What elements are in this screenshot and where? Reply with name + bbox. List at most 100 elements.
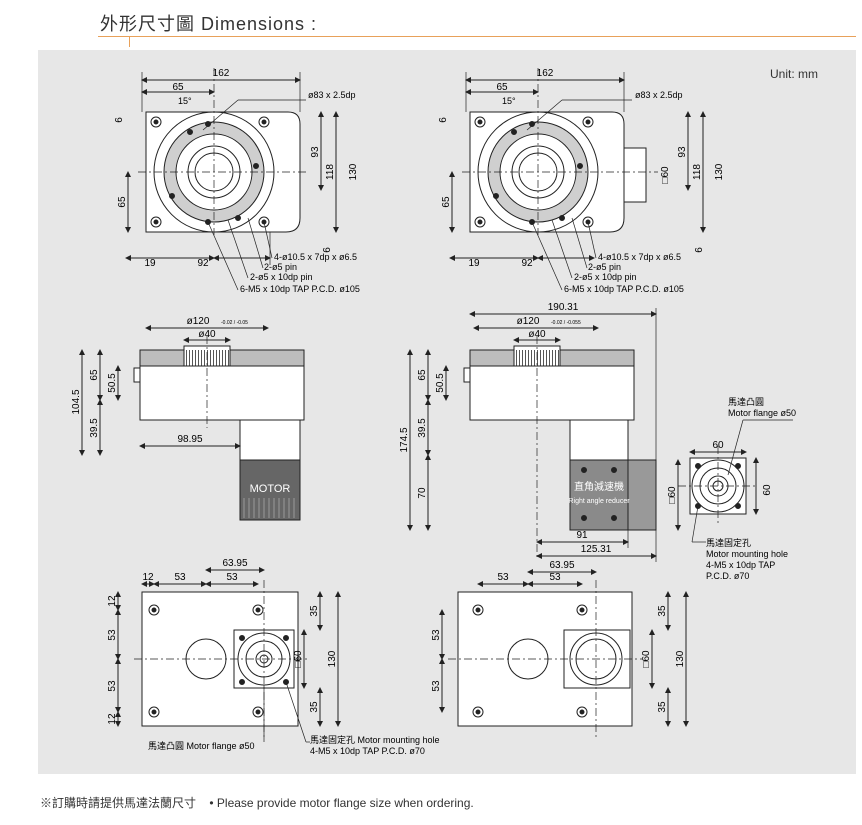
- bl-dim-35-top: 35: [309, 605, 320, 617]
- br-dim-53-v-a: 53: [431, 629, 442, 641]
- bl-dim-53-v-b: 53: [107, 680, 118, 692]
- tl-dim-65-v: 65: [117, 196, 128, 208]
- br-dim-35-bottom: 35: [657, 701, 668, 713]
- tl-dim-130: 130: [348, 163, 359, 180]
- flange-hole-en: Motor mounting hole: [706, 549, 788, 559]
- tr-angle-15: 15°: [502, 96, 516, 106]
- br-dim-53-b: 53: [549, 572, 561, 583]
- tr-callout-1: 4-ø10.5 x 7dp x ø6.5: [598, 252, 681, 262]
- sl-dim-120: ø120: [187, 316, 210, 327]
- flange-dim-60-h: 60: [762, 484, 773, 496]
- tl-dim-92: 92: [197, 258, 209, 269]
- sr-dim-125-31: 125.31: [581, 544, 612, 555]
- side-right-view: [407, 308, 681, 562]
- bottom-left-view: [115, 567, 341, 743]
- sr-dim-120-tol: -0.02 / -0.055: [551, 320, 581, 326]
- flange-dim-60-w: 60: [712, 440, 724, 451]
- tl-bore-callout: ø83 x 2.5dp: [308, 90, 356, 100]
- tl-dim-6-top: 6: [114, 117, 125, 123]
- sr-dim-120: ø120: [517, 316, 540, 327]
- flange-hole-spec: 4-M5 x 10dp TAP: [706, 560, 775, 570]
- sr-dim-70: 70: [417, 487, 428, 499]
- br-dim-60-box: □60: [641, 650, 652, 668]
- top-right-view: [449, 68, 706, 291]
- bl-dim-63-95: 63.95: [222, 558, 247, 569]
- sl-dim-65: 65: [89, 369, 100, 381]
- bl-hole-spec: 4-M5 x 10dp TAP P.C.D. ø70: [310, 746, 425, 756]
- flange-hole-pcd: P.C.D. ø70: [706, 571, 749, 581]
- bl-dim-35-bottom: 35: [309, 701, 320, 713]
- tl-dim-162: 162: [213, 68, 230, 79]
- sr-dim-91: 91: [576, 530, 588, 541]
- bl-dim-53-v-a: 53: [107, 629, 118, 641]
- br-dim-35-top: 35: [657, 605, 668, 617]
- reducer-label-cn: 直角減速機: [574, 480, 624, 493]
- tr-dim-162: 162: [537, 68, 554, 79]
- tr-dim-19: 19: [468, 258, 480, 269]
- tl-dim-118: 118: [325, 164, 336, 180]
- tr-dim-65-v: 65: [441, 196, 452, 208]
- tl-callout-2: 2-ø5 pin: [264, 262, 297, 272]
- sr-dim-174-5: 174.5: [399, 427, 410, 452]
- sr-dim-39-5: 39.5: [417, 418, 428, 438]
- tl-callout-1: 4-ø10.5 x 7dp x ø6.5: [274, 252, 357, 262]
- tr-dim-118: 118: [692, 164, 703, 180]
- bl-dim-12-v-top: 12: [107, 595, 118, 607]
- br-dim-53-v-b: 53: [431, 680, 442, 692]
- tl-dim-65: 65: [172, 82, 184, 93]
- bl-dim-12-v-bottom: 12: [107, 713, 118, 725]
- tl-dim-93: 93: [310, 146, 321, 158]
- tr-bore-callout: ø83 x 2.5dp: [635, 90, 683, 100]
- tl-callout-3: 2-ø5 x 10dp pin: [250, 272, 313, 282]
- page-title: 外形尺寸圖 Dimensions :: [100, 14, 318, 34]
- tr-callout-2: 2-ø5 pin: [588, 262, 621, 272]
- unit-label: Unit: mm: [770, 67, 818, 81]
- sl-dim-40: ø40: [198, 329, 216, 340]
- sl-dim-39-5: 39.5: [89, 418, 100, 438]
- tr-dim-6-top: 6: [438, 117, 449, 123]
- ordering-note: ※訂購時請提供馬達法蘭尺寸 • Please provide motor fla…: [40, 794, 484, 811]
- sl-dim-104-5: 104.5: [71, 389, 82, 414]
- flange-hole-cn: 馬達固定孔: [706, 537, 751, 548]
- tr-callout-4: 6-M5 x 10dp TAP P.C.D. ø105: [564, 284, 684, 294]
- bl-dim-12-top: 12: [142, 572, 154, 583]
- sr-dim-40: ø40: [528, 329, 546, 340]
- bottom-right-view: [439, 569, 689, 740]
- sl-dim-98-95: 98.95: [177, 434, 202, 445]
- br-dim-130: 130: [675, 650, 686, 667]
- drawing-panel: Unit: mm 162 65 15° ø83 x 2: [38, 50, 856, 774]
- title-underline: [98, 36, 856, 37]
- flange-label-en: Motor flange ø50: [728, 408, 796, 418]
- side-left-view: [79, 325, 305, 521]
- tr-dim-60-box: □60: [660, 166, 671, 184]
- bl-hole-label: 馬達固定孔 Motor mounting hole: [310, 734, 440, 745]
- tr-dim-65: 65: [496, 82, 508, 93]
- tl-callout-4: 6-M5 x 10dp TAP P.C.D. ø105: [240, 284, 360, 294]
- tl-dim-19: 19: [144, 258, 156, 269]
- bl-dim-130: 130: [327, 650, 338, 667]
- tr-callout-3: 2-ø5 x 10dp pin: [574, 272, 637, 282]
- flange-view: [678, 419, 793, 543]
- flange-label-cn: 馬達凸圓: [728, 396, 764, 407]
- sr-dim-65: 65: [417, 369, 428, 381]
- sr-dim-190-31: 190.31: [548, 302, 579, 313]
- tr-dim-6-bottom: 6: [694, 247, 705, 253]
- tr-dim-130: 130: [714, 163, 725, 180]
- motor-label: MOTOR: [250, 483, 291, 495]
- bl-dim-60-box: □60: [293, 650, 304, 668]
- tr-dim-93: 93: [677, 146, 688, 158]
- tr-dim-92: 92: [521, 258, 533, 269]
- ordering-note-en: • Please provide motor flange size when …: [209, 796, 474, 810]
- br-dim-53-a: 53: [497, 572, 509, 583]
- tl-angle-15: 15°: [178, 96, 192, 106]
- title-tick-mark: [129, 37, 130, 47]
- sl-dim-50-5: 50.5: [107, 373, 118, 393]
- sr-dim-60-box: □60: [667, 486, 678, 504]
- top-left-view: [125, 68, 339, 291]
- bl-dim-53-b: 53: [226, 572, 238, 583]
- sr-dim-50-5: 50.5: [435, 373, 446, 393]
- reducer-label-en: Right angle reducer: [568, 498, 630, 505]
- ordering-note-cn: ※訂購時請提供馬達法蘭尺寸: [40, 796, 197, 810]
- bl-flange-label: 馬達凸圓 Motor flange ø50: [148, 740, 255, 751]
- dimension-drawing: Unit: mm 162 65 15° ø83 x 2: [71, 67, 818, 756]
